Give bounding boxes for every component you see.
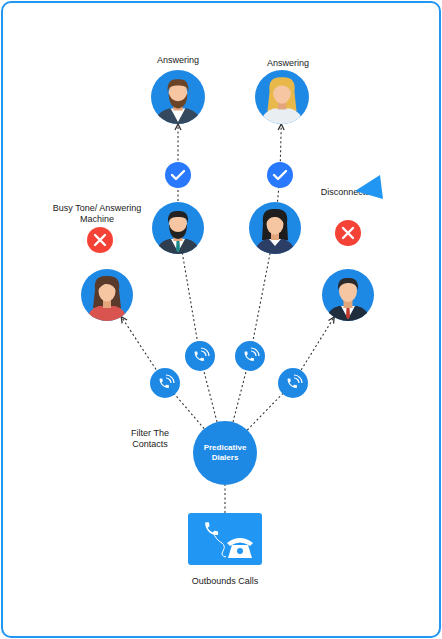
- phone-circle: [150, 368, 180, 398]
- phone-icon: [245, 352, 254, 361]
- avatar-circle: [255, 70, 309, 124]
- phone-cord: [213, 532, 226, 557]
- woman-avatar: [253, 209, 297, 262]
- phone-waves: [251, 348, 259, 356]
- avatar-node: Answering: [247, 58, 317, 124]
- handset-icon: [205, 522, 218, 535]
- triangle-marker: [355, 175, 383, 199]
- dotted-connector: [224, 485, 225, 513]
- man-avatar: [153, 79, 203, 132]
- outbound-box: [188, 513, 262, 565]
- check-mark: [172, 171, 184, 179]
- avatar-middle-right: [249, 202, 301, 262]
- phone-background: [278, 368, 308, 398]
- desk-phone-body: [228, 545, 252, 558]
- desk-phone-receiver: [227, 538, 253, 546]
- woman-avatar: [85, 276, 129, 329]
- node-label: Busy Tone/ Answering Machine: [52, 203, 142, 225]
- avatar-top-left: [153, 79, 203, 132]
- free-label: Filter The Contacts: [119, 428, 181, 450]
- cross-icon: [335, 220, 361, 246]
- avatar-circle: [151, 70, 205, 124]
- avatar-circle: [322, 269, 374, 321]
- check-mark: [274, 171, 286, 179]
- avatar-background: [249, 202, 301, 254]
- avatar-node: Busy Tone/ Answering Machine: [62, 203, 152, 321]
- phone-waves: [201, 348, 209, 356]
- check-icon: [267, 162, 293, 188]
- node-label: Outbounds Calls: [170, 576, 280, 587]
- check-circle: [165, 162, 191, 188]
- avatar-node: Answering: [143, 55, 213, 124]
- cross-circle: [335, 220, 361, 246]
- avatar-busy: [85, 276, 129, 329]
- dotted-connector: [178, 124, 217, 422]
- phone-circle: [278, 368, 308, 398]
- woman-avatar: [259, 77, 305, 132]
- node-label: Disconnected: [308, 187, 388, 198]
- phone-background: [235, 341, 265, 371]
- dotted-connector: [247, 317, 334, 430]
- phone-icon: [195, 352, 204, 361]
- phone-circle: [185, 341, 215, 371]
- avatar-clip: [253, 209, 297, 262]
- man-avatar: [324, 278, 372, 329]
- phone-icon: [160, 379, 169, 388]
- avatar-middle-left: [152, 202, 204, 262]
- cross-mark: [95, 235, 105, 245]
- node-label: Answering: [253, 58, 323, 69]
- cross-icon: [87, 227, 113, 253]
- cross-mark: [343, 228, 353, 238]
- check-icon: [165, 162, 191, 188]
- avatar-top-right: [259, 77, 305, 132]
- node-label: Predicative Dialers: [193, 443, 257, 463]
- phone-background: [185, 341, 215, 371]
- phone-circle: [235, 341, 265, 371]
- phone-background: [150, 368, 180, 398]
- avatar-circle: [81, 269, 133, 321]
- check-circle: [267, 162, 293, 188]
- dotted-connector: [233, 124, 281, 422]
- avatar-clip: [154, 211, 202, 262]
- avatar-node: Disconnected: [308, 187, 388, 321]
- man-avatar: [154, 211, 202, 262]
- phone-icon: [288, 379, 297, 388]
- cross-circle: [87, 227, 113, 253]
- avatar-background: [152, 202, 204, 254]
- outbound-box-node: Outbounds Calls: [170, 513, 280, 589]
- dialer-circle: Predicative Dialers: [193, 421, 257, 485]
- node-label: Answering: [143, 55, 213, 66]
- desk-phone-dial: [237, 548, 243, 554]
- avatar-disconnected: [324, 278, 372, 329]
- phone-waves: [294, 375, 302, 383]
- phone-waves: [166, 375, 174, 383]
- outbound-icon: [205, 522, 253, 558]
- dotted-connector: [121, 317, 204, 429]
